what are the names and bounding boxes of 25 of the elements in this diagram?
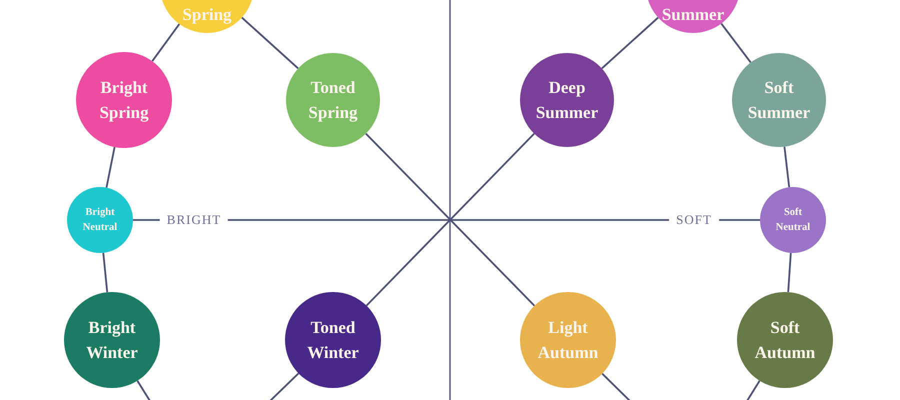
season-name: Spring (182, 5, 232, 25)
connector-line (787, 252, 792, 292)
season-name: Bright Spring (99, 77, 149, 124)
connector-line (720, 22, 752, 64)
connector-line (241, 16, 299, 70)
diagonal-cross (365, 132, 536, 306)
season-name: Light Autumn (538, 317, 598, 364)
connector-line (152, 23, 180, 62)
season-name: Toned Winter (307, 317, 359, 364)
season-name: Bright Winter (86, 317, 138, 364)
connector-line (269, 372, 300, 400)
season-name: Soft Neutral (776, 206, 810, 235)
season-name: Soft Summer (748, 77, 810, 124)
season-name: Toned Spring (308, 77, 358, 124)
season-name: Bright Neutral (82, 206, 118, 235)
connector-line (784, 146, 790, 188)
connector-line (746, 380, 760, 400)
connector-line (602, 373, 631, 400)
connector-line (136, 380, 151, 400)
connector-line (601, 16, 659, 70)
connector-line (106, 146, 116, 188)
season-name: Soft Autumn (754, 317, 816, 364)
season-name: Summer (662, 5, 724, 25)
connector-line (102, 252, 108, 292)
season-name: Deep Summer (536, 77, 598, 124)
